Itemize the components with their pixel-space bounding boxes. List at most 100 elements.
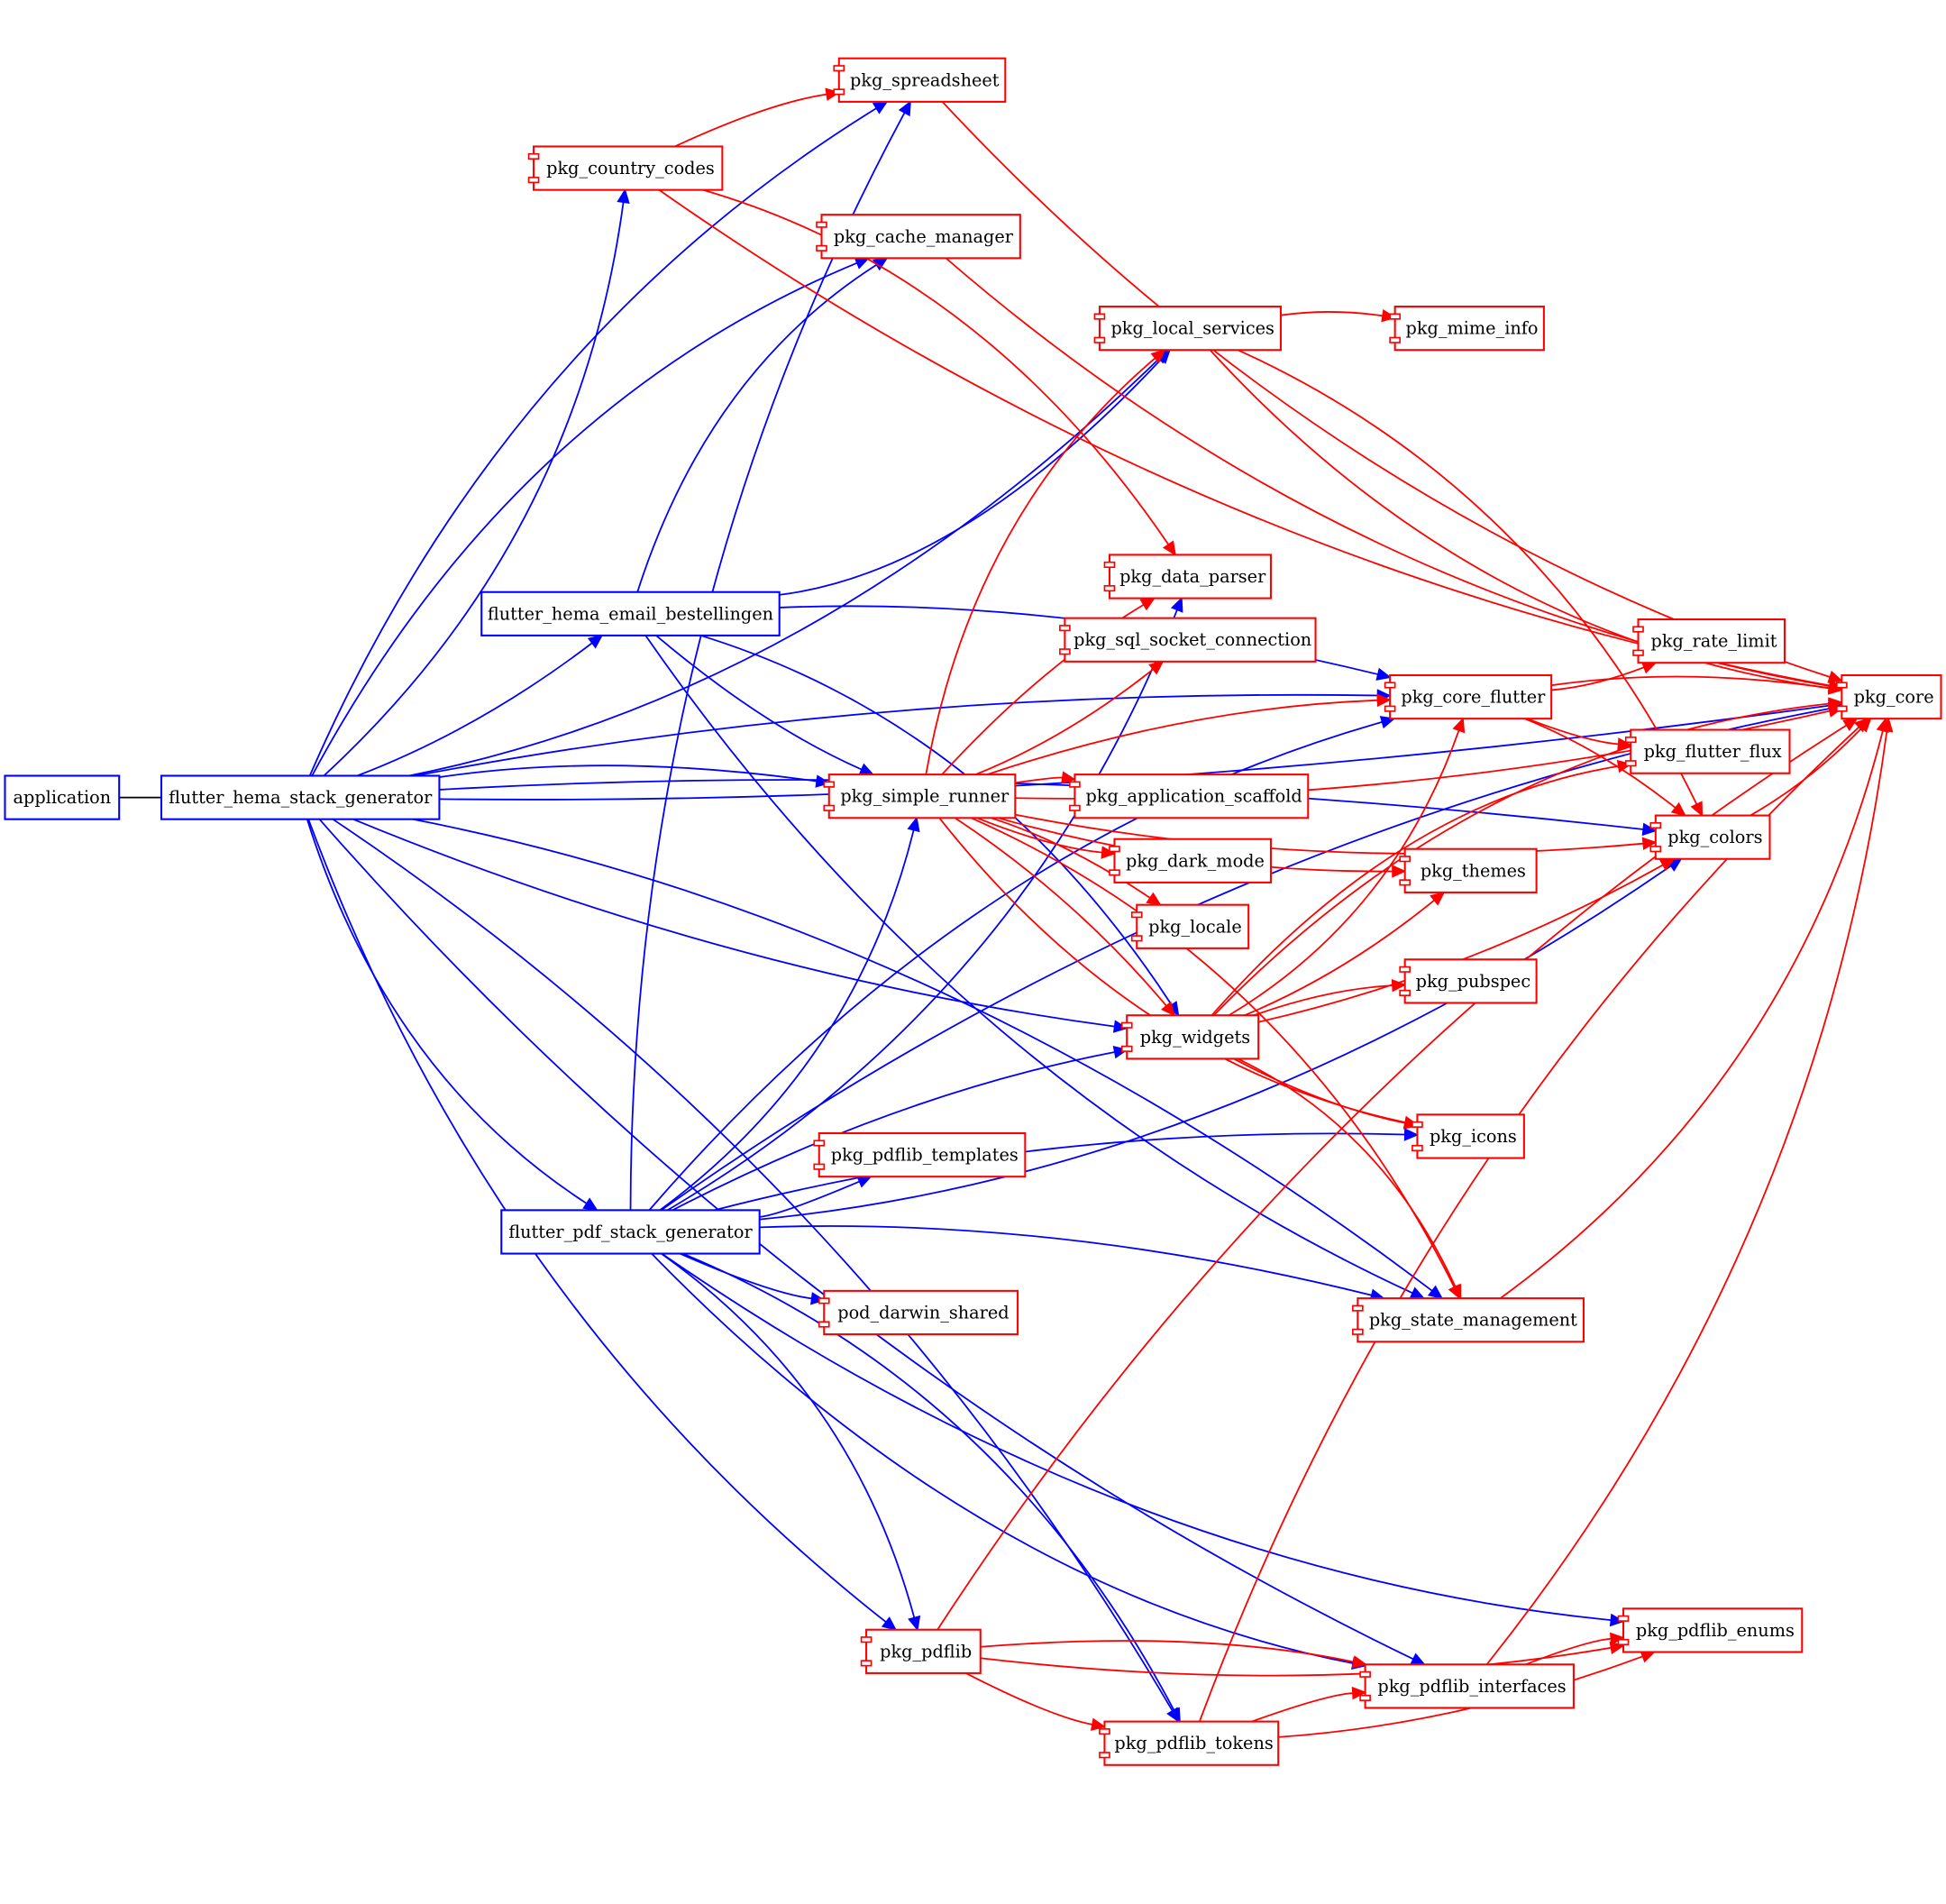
node-pkg_core[interactable]: pkg_core: [1836, 673, 1942, 720]
component-tab-icon: [1130, 935, 1143, 942]
node-pkg_cache_manager[interactable]: pkg_cache_manager: [816, 214, 1021, 260]
node-flutter_hema_stack_generator[interactable]: flutter_hema_stack_generator: [160, 774, 441, 820]
node-label: flutter_pdf_stack_generator: [508, 1222, 753, 1242]
node-label: pkg_pdflib_enums: [1636, 1620, 1795, 1641]
arrowhead-icon: [1375, 667, 1392, 681]
node-label: pkg_pdflib_templates: [831, 1145, 1019, 1166]
arrowhead-icon: [1853, 718, 1869, 733]
component-tab-icon: [1399, 879, 1411, 886]
node-box: [1841, 673, 1942, 720]
arrowhead-icon: [582, 1197, 598, 1212]
component-tab-icon: [1649, 846, 1662, 853]
node-box: [1654, 814, 1771, 860]
node-pkg_pdflib[interactable]: pkg_pdflib: [860, 1628, 982, 1674]
node-flutter_hema_email_bestellingen[interactable]: flutter_hema_email_bestellingen: [480, 590, 781, 636]
component-tab-icon: [1130, 911, 1143, 919]
edge-flutter_pdf_stack_generator-to-pkg_pdflib: [661, 1252, 921, 1632]
edge-pkg_local_services-to-pkg_mime_info: [1280, 309, 1397, 323]
edge-line: [980, 1646, 1612, 1677]
node-pkg_pdflib_tokens[interactable]: pkg_pdflib_tokens: [1099, 1720, 1280, 1766]
edge-line: [644, 635, 1413, 1295]
node-pkg_icons[interactable]: pkg_icons: [1412, 1113, 1525, 1159]
node-pkg_core_flutter[interactable]: pkg_core_flutter: [1384, 673, 1553, 720]
edge-pkg_simple_runner-to-pkg_local_services: [925, 349, 1166, 775]
node-flutter_pdf_stack_generator[interactable]: flutter_pdf_stack_generator: [500, 1209, 761, 1255]
edge-flutter_hema_email_bestellingen-to-pkg_simple_runner: [655, 635, 875, 775]
edge-pkg_core_flutter-to-pkg_core: [1551, 675, 1843, 695]
node-pkg_widgets[interactable]: pkg_widgets: [1120, 1014, 1260, 1060]
edge-line: [306, 819, 588, 1204]
arrowhead-icon: [1150, 349, 1166, 364]
arrowhead-icon: [1161, 1001, 1175, 1017]
edge-line: [1551, 666, 1645, 691]
node-pkg_pdflib_templates[interactable]: pkg_pdflib_templates: [813, 1131, 1027, 1178]
component-tab-icon: [818, 1321, 830, 1328]
node-pkg_simple_runner[interactable]: pkg_simple_runner: [823, 774, 1017, 819]
edge-line: [682, 1252, 1175, 1711]
node-pkg_spreadsheet[interactable]: pkg_spreadsheet: [833, 57, 1007, 103]
node-pkg_locale[interactable]: pkg_locale: [1130, 903, 1250, 949]
node-pkg_state_management[interactable]: pkg_state_management: [1352, 1297, 1585, 1343]
edge-line: [976, 817, 1102, 854]
node-pkg_colors[interactable]: pkg_colors: [1649, 814, 1771, 860]
arrowhead-icon: [856, 1176, 873, 1188]
component-tab-icon: [1359, 1694, 1371, 1702]
edge-line: [648, 721, 1383, 1211]
node-pkg_country_codes[interactable]: pkg_country_codes: [527, 145, 724, 191]
node-pkg_pdflib_enums[interactable]: pkg_pdflib_enums: [1617, 1607, 1804, 1653]
edge-line: [1209, 349, 1830, 690]
edge-line: [941, 101, 1831, 678]
edge-line: [1238, 349, 1698, 805]
node-pkg_pubspec[interactable]: pkg_pubspec: [1399, 958, 1538, 1004]
node-box: [823, 1289, 1019, 1336]
node-pkg_application_scaffold[interactable]: pkg_application_scaffold: [1069, 774, 1310, 819]
arrowhead-icon: [1403, 1128, 1420, 1141]
edge-flutter_hema_stack_generator-to-pkg_country_codes: [323, 188, 630, 777]
arrowhead-icon: [617, 188, 630, 204]
edge-line: [439, 764, 818, 783]
node-box: [818, 1131, 1027, 1178]
edge-line: [636, 264, 877, 593]
edge-line: [925, 357, 1156, 775]
node-pkg_dark_mode[interactable]: pkg_dark_mode: [1109, 838, 1272, 883]
edge-line: [629, 112, 906, 1211]
edge-flutter_hema_stack_generator-to-pkg_cache_manager: [311, 257, 871, 776]
node-pkg_local_services[interactable]: pkg_local_services: [1093, 306, 1283, 352]
component-tab-icon: [1617, 1638, 1630, 1646]
node-pkg_flutter_flux[interactable]: pkg_flutter_flux: [1624, 728, 1791, 774]
edge-line: [1213, 702, 1830, 1016]
edge-flutter_pdf_stack_generator-to-pod_darwin_shared: [679, 1252, 826, 1305]
node-pkg_pdflib_interfaces[interactable]: pkg_pdflib_interfaces: [1359, 1663, 1575, 1709]
node-application[interactable]: application: [4, 774, 121, 820]
arrowhead-icon: [825, 87, 841, 101]
edge-line: [986, 699, 1378, 775]
edge-line: [1280, 311, 1384, 317]
arrowhead-icon: [1827, 670, 1843, 683]
node-label: pkg_rate_limit: [1651, 631, 1777, 652]
node-label: pkg_locale: [1148, 916, 1242, 937]
component-tab-icon: [1120, 1045, 1133, 1052]
edge-line: [659, 829, 915, 1212]
edge-pkg_core_flutter-to-pkg_rate_limit: [1551, 661, 1658, 691]
node-pod_darwin_shared[interactable]: pod_darwin_shared: [818, 1289, 1019, 1336]
arrowhead-icon: [1162, 540, 1177, 556]
edge-pkg_widgets-to-pkg_core_flutter: [1228, 717, 1466, 1016]
node-pkg_sql_socket_connection[interactable]: pkg_sql_socket_connection: [1059, 617, 1317, 663]
node-label: pkg_core: [1854, 687, 1934, 708]
node-pkg_data_parser[interactable]: pkg_data_parser: [1103, 554, 1272, 600]
node-pkg_mime_info[interactable]: pkg_mime_info: [1389, 306, 1545, 352]
component-tab-icon: [1384, 705, 1396, 712]
edge-flutter_pdf_stack_generator-to-pkg_spreadsheet: [629, 100, 911, 1211]
arrowhead-icon: [854, 257, 871, 270]
component-tab-icon: [1093, 313, 1106, 320]
edge-line: [412, 818, 1433, 1292]
node-box: [1113, 838, 1272, 883]
arrowhead-icon: [1452, 717, 1466, 734]
edge-line: [1525, 1637, 1612, 1666]
node-label: application: [14, 787, 112, 808]
node-pkg_themes[interactable]: pkg_themes: [1399, 847, 1538, 893]
arrowhead-icon: [1112, 1020, 1128, 1033]
component-tab-icon: [860, 1660, 873, 1667]
node-pkg_rate_limit[interactable]: pkg_rate_limit: [1632, 618, 1786, 664]
node-label: flutter_hema_email_bestellingen: [488, 603, 773, 624]
